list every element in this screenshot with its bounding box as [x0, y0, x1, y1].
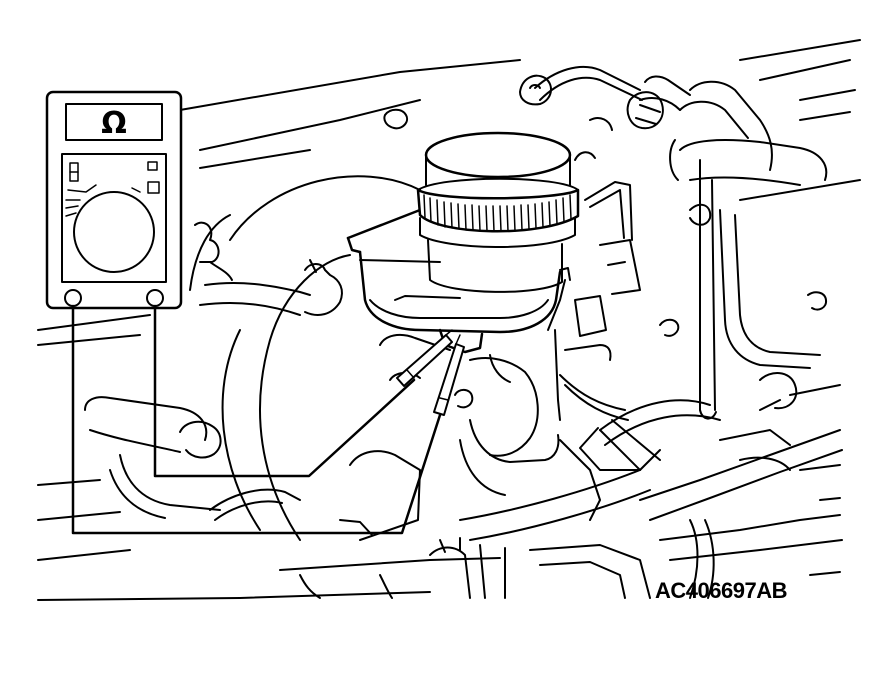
negative-jack: [64, 289, 82, 307]
reference-code: AC406697AB: [655, 578, 787, 603]
engine-bay-background: [37, 39, 861, 601]
test-probe-left: [396, 329, 453, 387]
fluid-reservoir: [346, 208, 571, 354]
positive-jack: [146, 289, 164, 307]
test-probe-right: [433, 334, 465, 416]
reservoir-cap: [416, 131, 580, 293]
sensor-connector: [454, 388, 474, 409]
test-leads: [71, 304, 442, 535]
ohm-symbol: Ω: [101, 106, 127, 141]
ohmmeter: Ω: [45, 90, 183, 310]
selector-dial: [73, 191, 155, 273]
